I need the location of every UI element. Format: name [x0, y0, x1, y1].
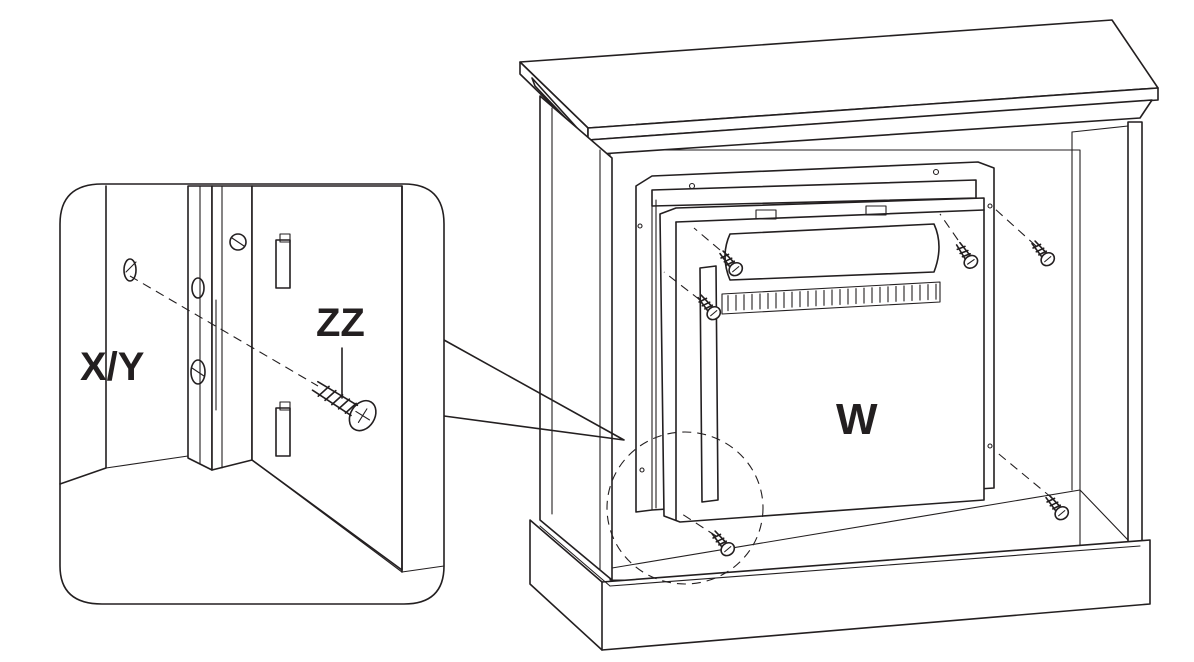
screw-icon [955, 241, 979, 269]
left-pillar [539, 95, 613, 581]
label-zz: ZZ [316, 301, 365, 345]
insert-window [724, 223, 940, 281]
right-pillar [1127, 121, 1143, 543]
screw-icon [1045, 494, 1070, 521]
screw-icon [711, 530, 736, 557]
guide-lines [606, 207, 1053, 585]
screw-zz-icon [311, 380, 377, 432]
label-w: W [836, 395, 878, 444]
screws-main [697, 240, 1070, 557]
detail-callout: ZZ X/Y [59, 183, 625, 605]
screw-icon [1031, 240, 1056, 267]
screw-icon [719, 250, 744, 277]
vent-grille [721, 281, 941, 315]
mantel-surround [519, 19, 1159, 651]
detail-closeup [59, 185, 445, 573]
label-x-y: X/Y [80, 345, 145, 389]
detail-callout-circle [606, 431, 764, 585]
screw-icon [697, 294, 722, 321]
electric-insert [659, 197, 985, 523]
